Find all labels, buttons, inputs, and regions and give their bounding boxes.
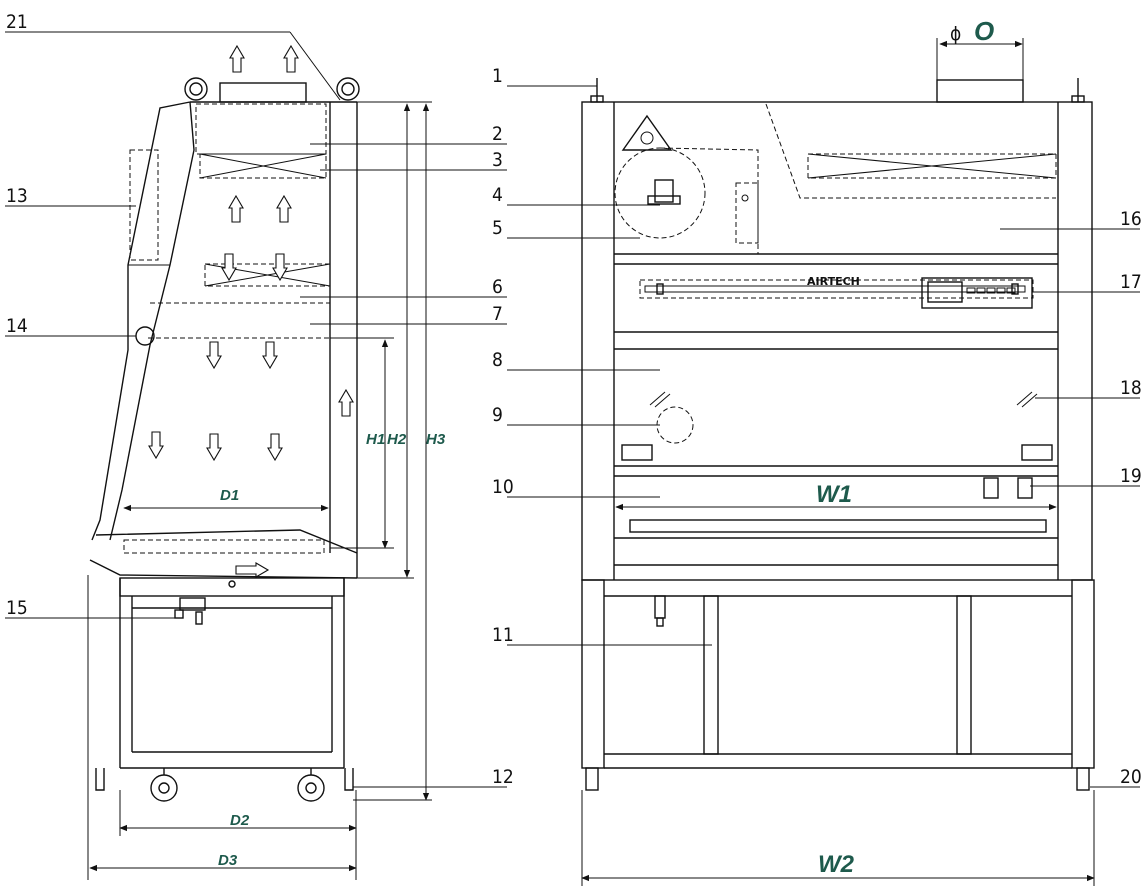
callout-17: 17 [1120, 271, 1142, 293]
callout-7: 7 [492, 303, 503, 325]
dim-H2: H2 [387, 431, 407, 448]
dim-W2: W2 [818, 851, 855, 878]
callout-15: 15 [6, 597, 28, 619]
dim-H3: H3 [426, 431, 446, 448]
callout-2: 2 [492, 123, 503, 145]
callout-9: 9 [492, 404, 503, 426]
callout-11: 11 [492, 624, 514, 646]
callout-16: 16 [1120, 208, 1142, 230]
callout-13: 13 [6, 185, 28, 207]
callout-5: 5 [492, 217, 503, 239]
callout-3: 3 [492, 149, 503, 171]
dim-W1: W1 [816, 481, 852, 508]
callout-18: 18 [1120, 377, 1142, 399]
callout-6: 6 [492, 276, 503, 298]
callout-14: 14 [6, 315, 28, 337]
callout-19: 19 [1120, 465, 1142, 487]
callout-21: 21 [6, 11, 28, 33]
callout-4: 4 [492, 184, 503, 206]
dim-O: O [974, 16, 994, 46]
callout-lines [5, 31, 1140, 788]
dim-D3: D3 [218, 852, 238, 869]
front-view: AIRTECH [581, 38, 1095, 886]
dim-D2: D2 [230, 812, 250, 829]
dim-D1: D1 [220, 487, 239, 504]
callout-8: 8 [492, 349, 503, 371]
dim-O-symbol: ϕ [950, 23, 961, 45]
callout-12: 12 [492, 766, 514, 788]
callout-20: 20 [1120, 766, 1142, 788]
brand-label: AIRTECH [807, 275, 860, 288]
callout-10: 10 [492, 476, 514, 498]
side-view [87, 44, 432, 880]
dim-H1: H1 [366, 431, 385, 448]
callout-1: 1 [492, 65, 503, 87]
